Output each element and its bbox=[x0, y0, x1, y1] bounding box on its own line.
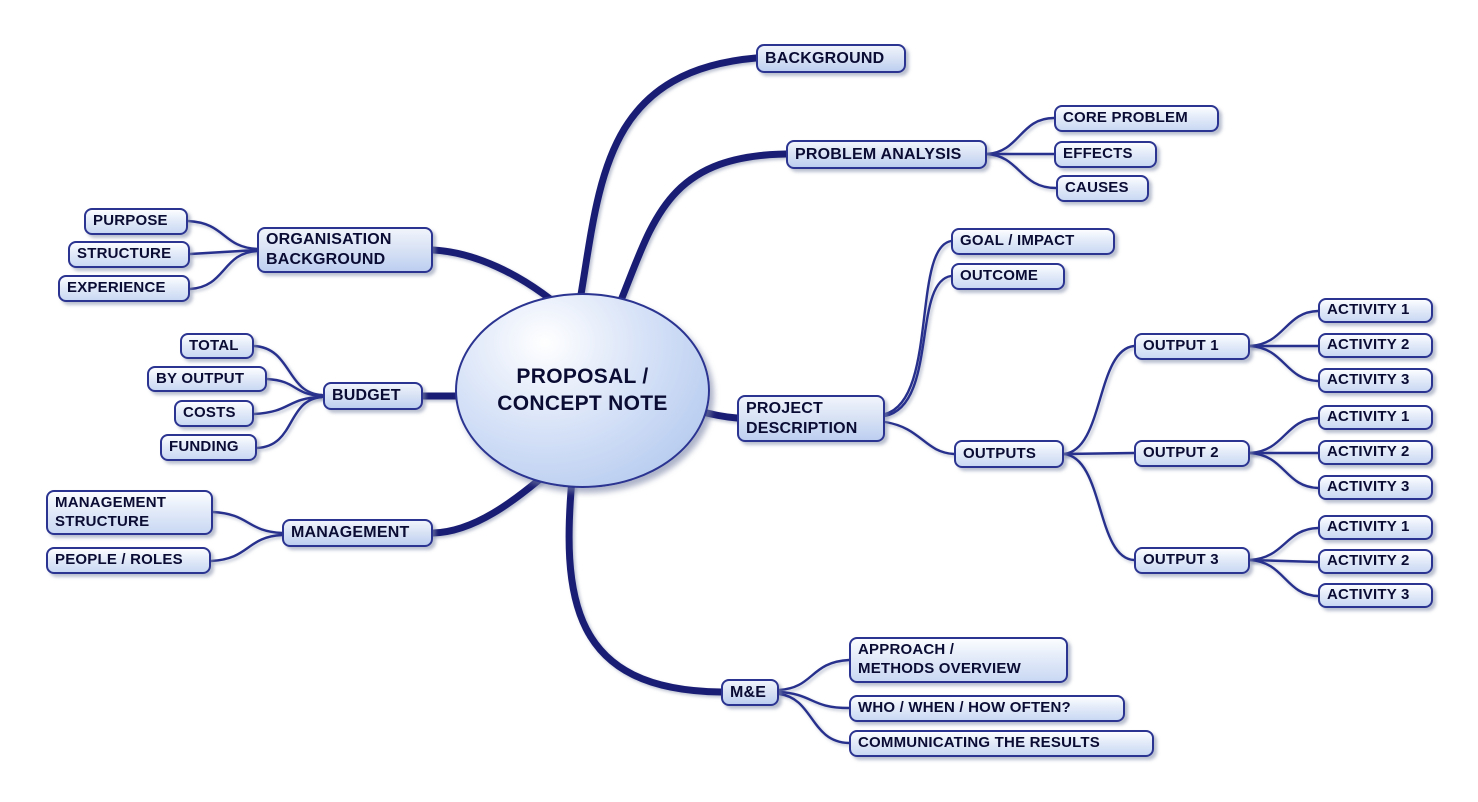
node-project-description[interactable]: PROJECT DESCRIPTION bbox=[737, 395, 885, 442]
node-output-3-activity-1[interactable]: ACTIVITY 1 bbox=[1318, 515, 1433, 540]
node-output-3[interactable]: OUTPUT 3 bbox=[1134, 547, 1250, 574]
node-purpose[interactable]: PURPOSE bbox=[84, 208, 188, 235]
node-by-output[interactable]: BY OUTPUT bbox=[147, 366, 267, 392]
node-output-1-activity-2[interactable]: ACTIVITY 2 bbox=[1318, 333, 1433, 358]
node-outcome[interactable]: OUTCOME bbox=[951, 263, 1065, 290]
node-people-roles[interactable]: PEOPLE / ROLES bbox=[46, 547, 211, 574]
node-output-3-activity-2[interactable]: ACTIVITY 2 bbox=[1318, 549, 1433, 574]
node-communicating-the-results[interactable]: COMMUNICATING THE RESULTS bbox=[849, 730, 1154, 757]
node-goal-impact[interactable]: GOAL / IMPACT bbox=[951, 228, 1115, 255]
node-experience[interactable]: EXPERIENCE bbox=[58, 275, 190, 302]
node-management-structure[interactable]: MANAGEMENT STRUCTURE bbox=[46, 490, 213, 535]
node-output-2-activity-1[interactable]: ACTIVITY 1 bbox=[1318, 405, 1433, 430]
node-core-problem[interactable]: CORE PROBLEM bbox=[1054, 105, 1219, 132]
node-output-1-activity-3[interactable]: ACTIVITY 3 bbox=[1318, 368, 1433, 393]
node-total[interactable]: TOTAL bbox=[180, 333, 254, 359]
node-me[interactable]: M&E bbox=[721, 679, 779, 706]
node-structure[interactable]: STRUCTURE bbox=[68, 241, 190, 268]
node-organisation-background[interactable]: ORGANISATION BACKGROUND bbox=[257, 227, 433, 273]
node-output-3-activity-3[interactable]: ACTIVITY 3 bbox=[1318, 583, 1433, 608]
node-output-2-activity-2[interactable]: ACTIVITY 2 bbox=[1318, 440, 1433, 465]
node-effects[interactable]: EFFECTS bbox=[1054, 141, 1157, 168]
node-output-1-activity-1[interactable]: ACTIVITY 1 bbox=[1318, 298, 1433, 323]
node-funding[interactable]: FUNDING bbox=[160, 434, 257, 461]
node-outputs[interactable]: OUTPUTS bbox=[954, 440, 1064, 468]
node-causes[interactable]: CAUSES bbox=[1056, 175, 1149, 202]
node-output-2[interactable]: OUTPUT 2 bbox=[1134, 440, 1250, 467]
node-approach-methods-overview[interactable]: APPROACH / METHODS OVERVIEW bbox=[849, 637, 1068, 683]
node-problem-analysis[interactable]: PROBLEM ANALYSIS bbox=[786, 140, 987, 169]
node-management[interactable]: MANAGEMENT bbox=[282, 519, 433, 547]
node-background[interactable]: BACKGROUND bbox=[756, 44, 906, 73]
node-who-when-how-often[interactable]: WHO / WHEN / HOW OFTEN? bbox=[849, 695, 1125, 722]
node-costs[interactable]: COSTS bbox=[174, 400, 254, 427]
node-proposal-concept-note[interactable]: PROPOSAL / CONCEPT NOTE bbox=[455, 293, 710, 488]
node-output-1[interactable]: OUTPUT 1 bbox=[1134, 333, 1250, 360]
node-output-2-activity-3[interactable]: ACTIVITY 3 bbox=[1318, 475, 1433, 500]
node-budget[interactable]: BUDGET bbox=[323, 382, 423, 410]
